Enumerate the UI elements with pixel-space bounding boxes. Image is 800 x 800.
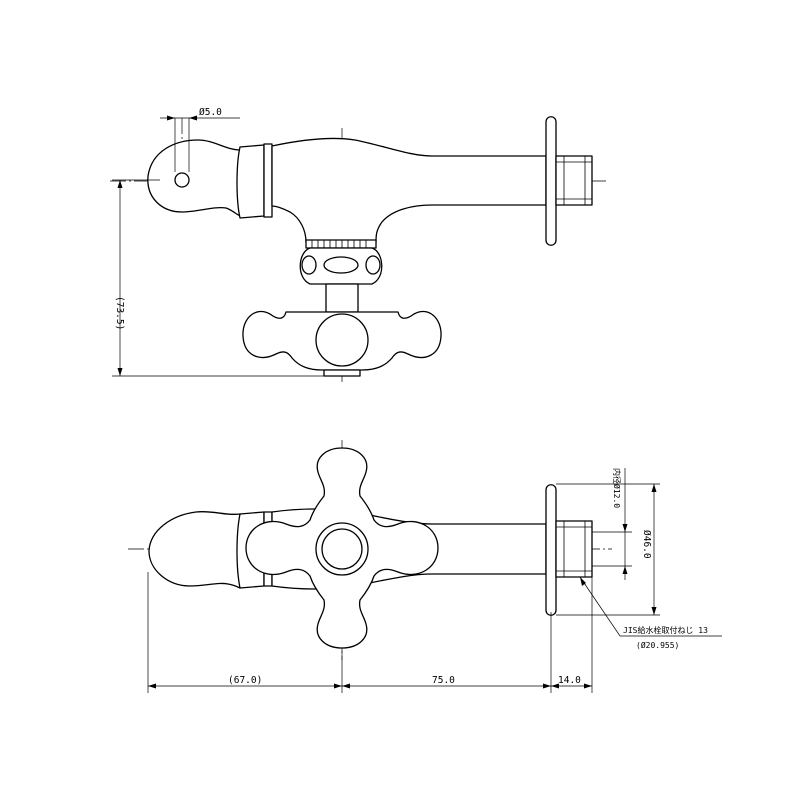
pin-hole bbox=[174, 172, 190, 188]
dim-left-length: (67.0) bbox=[228, 675, 262, 686]
rear-knob bbox=[147, 139, 241, 217]
dim-pin-diameter: Ø5.0 bbox=[199, 107, 222, 118]
handle-hub bbox=[315, 313, 369, 367]
dim-right-length: 14.0 bbox=[558, 675, 581, 686]
dim-height: (73.5) bbox=[114, 296, 125, 330]
thread-note: JIS給水栓取付ねじ 13 bbox=[623, 625, 708, 635]
spout-flange bbox=[545, 116, 557, 246]
front-elevation-view: Ø5.0 (73.5) bbox=[110, 107, 608, 382]
bonnet-oval bbox=[323, 256, 359, 274]
valve-stem bbox=[325, 283, 359, 313]
plan-view: 内径Ø12.0 Ø46.0 JIS給水栓取付ねじ 13 (Ø20.955) (6… bbox=[128, 440, 722, 693]
plan-threaded-connector bbox=[555, 520, 593, 578]
threaded-connector bbox=[555, 155, 593, 206]
dim-inner-bore: 内径Ø12.0 bbox=[612, 468, 622, 508]
spout-body bbox=[271, 137, 547, 243]
dim-mid-length: 75.0 bbox=[432, 675, 455, 686]
dim-flange-diameter: Ø46.0 bbox=[641, 530, 652, 559]
plan-handle-bore bbox=[321, 528, 363, 570]
collar-ring-right bbox=[263, 143, 273, 218]
plan-rear-knob bbox=[148, 510, 241, 589]
collar-ring-left bbox=[236, 144, 265, 219]
handle-screw bbox=[323, 369, 361, 377]
stem-thread bbox=[305, 239, 377, 249]
thread-note-sub: (Ø20.955) bbox=[636, 640, 679, 650]
plan-flange bbox=[545, 484, 557, 616]
